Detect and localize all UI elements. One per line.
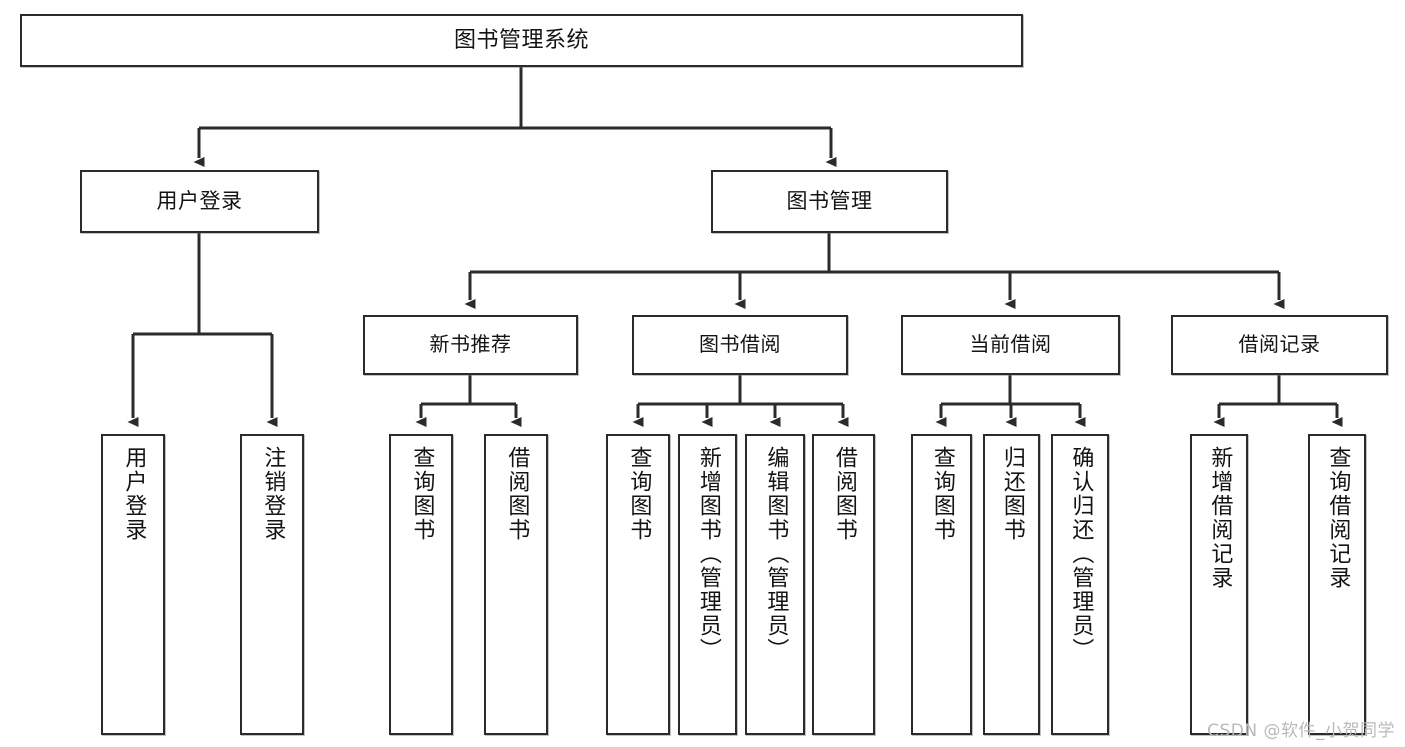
node-leaf-8-label: 查询图书: [929, 446, 955, 542]
node-level2-1-label: 图书管理: [786, 189, 873, 214]
node-leaf-5[interactable]: 新增图书（管理员）: [678, 434, 737, 735]
node-leaf-1[interactable]: 注销登录: [240, 434, 304, 735]
node-leaf-5-label: 新增图书（管理员）: [695, 446, 721, 662]
node-level3-3-label: 借阅记录: [1238, 332, 1321, 357]
node-leaf-12[interactable]: 查询借阅记录: [1308, 434, 1366, 735]
csdn-watermark: CSDN @软件_小贺同学: [1207, 721, 1395, 741]
node-root[interactable]: 图书管理系统: [20, 14, 1023, 67]
node-leaf-11[interactable]: 新增借阅记录: [1190, 434, 1248, 735]
node-level3-1-label: 图书借阅: [699, 332, 781, 357]
node-leaf-3[interactable]: 借阅图书: [484, 434, 548, 735]
node-leaf-7[interactable]: 借阅图书: [812, 434, 875, 735]
node-leaf-9-label: 归还图书: [999, 446, 1025, 542]
node-leaf-4[interactable]: 查询图书: [606, 434, 670, 735]
node-leaf-0-label: 用户登录: [121, 446, 147, 542]
node-leaf-8[interactable]: 查询图书: [911, 434, 972, 735]
node-level2-0-label: 用户登录: [156, 189, 243, 214]
node-level3-3[interactable]: 借阅记录: [1171, 315, 1388, 375]
node-level2-1[interactable]: 图书管理: [711, 170, 948, 233]
node-leaf-1-label: 注销登录: [260, 446, 286, 542]
node-leaf-11-label: 新增借阅记录: [1207, 446, 1233, 590]
node-level3-0-label: 新书推荐: [429, 332, 512, 357]
node-root-label: 图书管理系统: [453, 27, 589, 53]
node-level3-2-label: 当前借阅: [969, 332, 1052, 357]
node-leaf-3-label: 借阅图书: [504, 446, 530, 542]
node-leaf-6-label: 编辑图书（管理员）: [763, 446, 789, 662]
node-leaf-10[interactable]: 确认归还（管理员）: [1051, 434, 1109, 735]
node-leaf-6[interactable]: 编辑图书（管理员）: [745, 434, 805, 735]
node-leaf-2-label: 查询图书: [409, 446, 435, 542]
node-leaf-0[interactable]: 用户登录: [101, 434, 165, 735]
node-level3-1[interactable]: 图书借阅: [632, 315, 848, 375]
node-level2-0[interactable]: 用户登录: [80, 170, 319, 233]
node-leaf-4-label: 查询图书: [626, 446, 652, 542]
node-level3-2[interactable]: 当前借阅: [901, 315, 1120, 375]
node-leaf-2[interactable]: 查询图书: [389, 434, 453, 735]
node-level3-0[interactable]: 新书推荐: [363, 315, 578, 375]
node-leaf-7-label: 借阅图书: [831, 446, 857, 542]
node-leaf-9[interactable]: 归还图书: [983, 434, 1040, 735]
node-leaf-12-label: 查询借阅记录: [1325, 446, 1351, 590]
node-leaf-10-label: 确认归还（管理员）: [1068, 446, 1094, 662]
